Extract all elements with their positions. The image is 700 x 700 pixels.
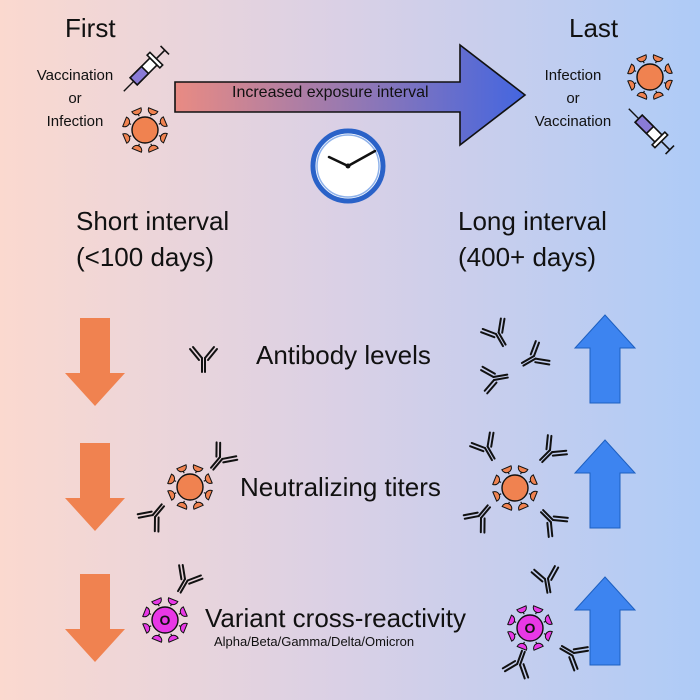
up-arrow-icon — [573, 576, 637, 666]
antibody-levels-label: Antibody levels — [256, 340, 431, 370]
variant-virus-long: O — [501, 565, 590, 680]
first-exposure-labels: Vaccination or Infection — [20, 63, 130, 135]
clock-icon — [310, 128, 386, 204]
short-interval-line1: Short interval — [76, 206, 230, 236]
short-interval-label: Short interval (<100 days) — [76, 203, 229, 275]
down-arrow-icon — [65, 574, 125, 662]
long-interval-line2: (400+ days) — [458, 242, 597, 272]
neutralized-virus-long — [462, 431, 569, 538]
neutralized-virus-short — [136, 441, 239, 533]
neutralizing-titers-label: Neutralizing titers — [240, 472, 441, 502]
long-interval-line1: Long interval — [458, 206, 607, 236]
last-exposure-labels: Infection or Vaccination — [518, 63, 628, 135]
last-title: Last — [569, 13, 619, 43]
up-arrow-icon — [573, 314, 637, 404]
antibody-cluster — [480, 317, 551, 395]
first-line2: or — [68, 90, 82, 107]
first-title: First — [65, 13, 116, 43]
exposure-interval-arrow — [174, 43, 527, 147]
virus-icon — [122, 107, 168, 153]
up-arrow-icon — [573, 439, 637, 529]
antibody-icon — [189, 346, 218, 373]
down-arrow-icon — [65, 318, 125, 406]
exposure-interval-label: Increased exposure interval — [232, 84, 429, 101]
svg-text:O: O — [525, 620, 536, 636]
first-line3: Infection — [46, 113, 104, 130]
down-arrow-icon — [65, 443, 125, 531]
variant-cross-reactivity-label: Variant cross-reactivity — [205, 603, 467, 633]
variants-list: Alpha/Beta/Gamma/Delta/Omicron — [214, 634, 415, 649]
syringe-icon — [123, 45, 170, 92]
last-line3: Vaccination — [534, 113, 612, 130]
long-interval-label: Long interval (400+ days) — [458, 203, 607, 275]
short-interval-line2: (<100 days) — [76, 242, 215, 272]
first-line1: Vaccination — [36, 67, 114, 84]
last-line1: Infection — [544, 67, 602, 84]
virus-icon — [627, 54, 673, 100]
variant-virus-short: O — [142, 563, 204, 643]
syringe-icon — [628, 108, 675, 155]
svg-text:O: O — [160, 612, 171, 628]
last-line2: or — [566, 90, 580, 107]
